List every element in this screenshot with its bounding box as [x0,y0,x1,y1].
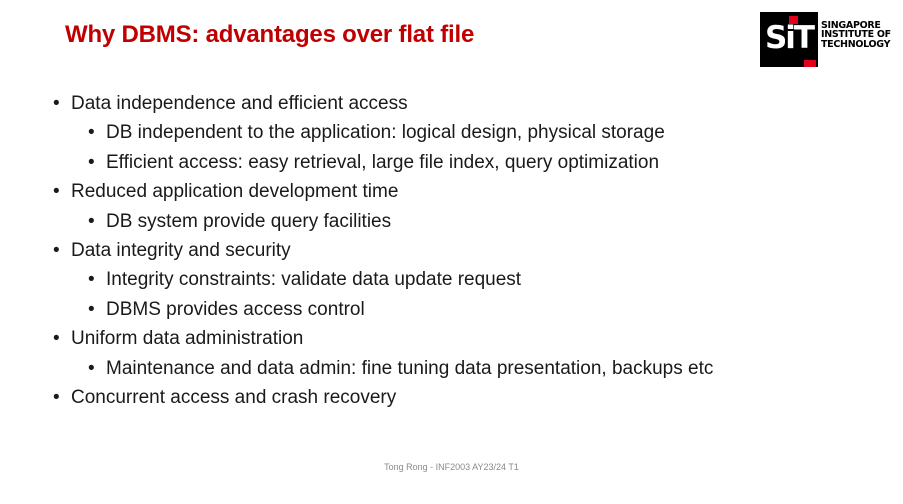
bullet-text: Data integrity and security [71,240,291,262]
sit-logo: SiT SINGAPORE INSTITUTE OF TECHNOLOGY [760,12,891,67]
bullet-text: Data independence and efficient access [71,93,408,114]
bullet-item: • Concurrent access and crash recovery [50,383,713,412]
logo-mark: SiT [760,12,818,67]
bullet-text: Integrity constraints: validate data upd… [106,269,522,291]
sub-bullet-item: • DBMS provides access control [50,295,713,324]
bullet-text: DBMS provides access control [106,298,365,320]
bullet-dot-icon: • [88,298,95,320]
bullet-dot-icon: • [53,93,60,114]
slide-title: Why DBMS: advantages over flat file [65,21,475,48]
bullet-dot-icon: • [88,210,95,232]
bullet-text: Uniform data administration [71,328,304,350]
logo-wordmark: SINGAPORE INSTITUTE OF TECHNOLOGY [821,20,891,50]
bullet-dot-icon: • [88,122,95,144]
slide-footer: Tong Rong - INF2003 AY23/24 T1 [384,462,519,472]
logo-accent-bar [804,60,816,67]
bullet-item: • Uniform data administration [50,324,713,353]
sub-bullet-item: • DB system provide query facilities [50,207,713,236]
sub-bullet-item: • Integrity constraints: validate data up… [50,265,713,294]
logo-line: INSTITUTE OF [821,29,891,41]
bullet-text: Efficient access: easy retrieval, large … [106,151,660,173]
sub-bullet-item: • Efficient access: easy retrieval, large… [50,148,713,177]
sub-bullet-item: • DB independent to the application: logi… [50,118,713,147]
bullet-dot-icon: • [88,151,95,173]
bullet-item: • Data integrity and security [50,236,713,265]
bullet-dot-icon: • [53,328,60,350]
bullet-dot-icon: • [53,181,60,203]
bullet-item: • Reduced application development time [50,177,713,206]
bullet-text: DB independent to the application: logic… [106,122,665,144]
bullet-text: Reduced application development time [71,181,399,203]
bullet-dot-icon: • [53,240,60,262]
bullet-item: • Data independence and efficient access [50,89,713,118]
bullet-text: Maintenance and data admin: fine tuning … [106,357,714,379]
bullet-dot-icon: • [88,269,95,291]
logo-line: TECHNOLOGY [821,38,891,50]
bullet-dot-icon: • [53,387,60,409]
bullet-text: DB system provide query facilities [106,210,392,232]
bullet-text: Concurrent access and crash recovery [71,387,397,409]
logo-line: SINGAPORE [821,20,881,31]
logo-accent-dot [789,16,798,24]
logo-letters: SiT [764,20,815,56]
bullet-list: •Data independence and efficient access•… [50,89,713,412]
sub-bullet-item: • Maintenance and data admin: fine tuning… [50,354,713,383]
bullet-dot-icon: • [88,357,95,379]
